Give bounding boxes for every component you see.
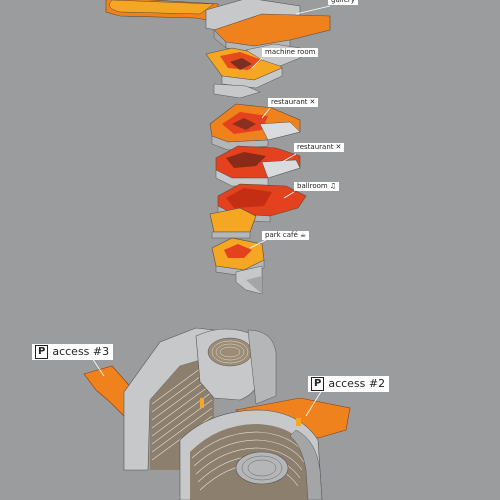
gallery-label: gallery	[328, 0, 358, 5]
access-2-label: P access #2	[308, 376, 390, 392]
cutlery-icon: ✕	[309, 98, 316, 106]
restaurant-2-label: restaurant ✕	[294, 143, 345, 152]
lower-building	[83, 327, 351, 500]
parking-icon: P	[35, 345, 49, 359]
park-cafe-label: park café ☕	[262, 231, 310, 240]
parking-icon: P	[311, 377, 325, 391]
access-leader-lines	[91, 357, 323, 417]
restaurant-1-label: restaurant ✕	[268, 98, 319, 107]
coffee-cup-icon: ☕	[299, 231, 307, 239]
leader-lines	[249, 5, 331, 249]
music-icon: ♫	[329, 182, 337, 190]
access-3-label: P access #3	[32, 344, 114, 360]
gallery-walkway	[109, 0, 215, 15]
ballroom-label: ballroom ♫	[294, 182, 340, 191]
machine-room-label: machine room	[262, 48, 319, 57]
cutlery-icon: ✕	[335, 143, 342, 151]
